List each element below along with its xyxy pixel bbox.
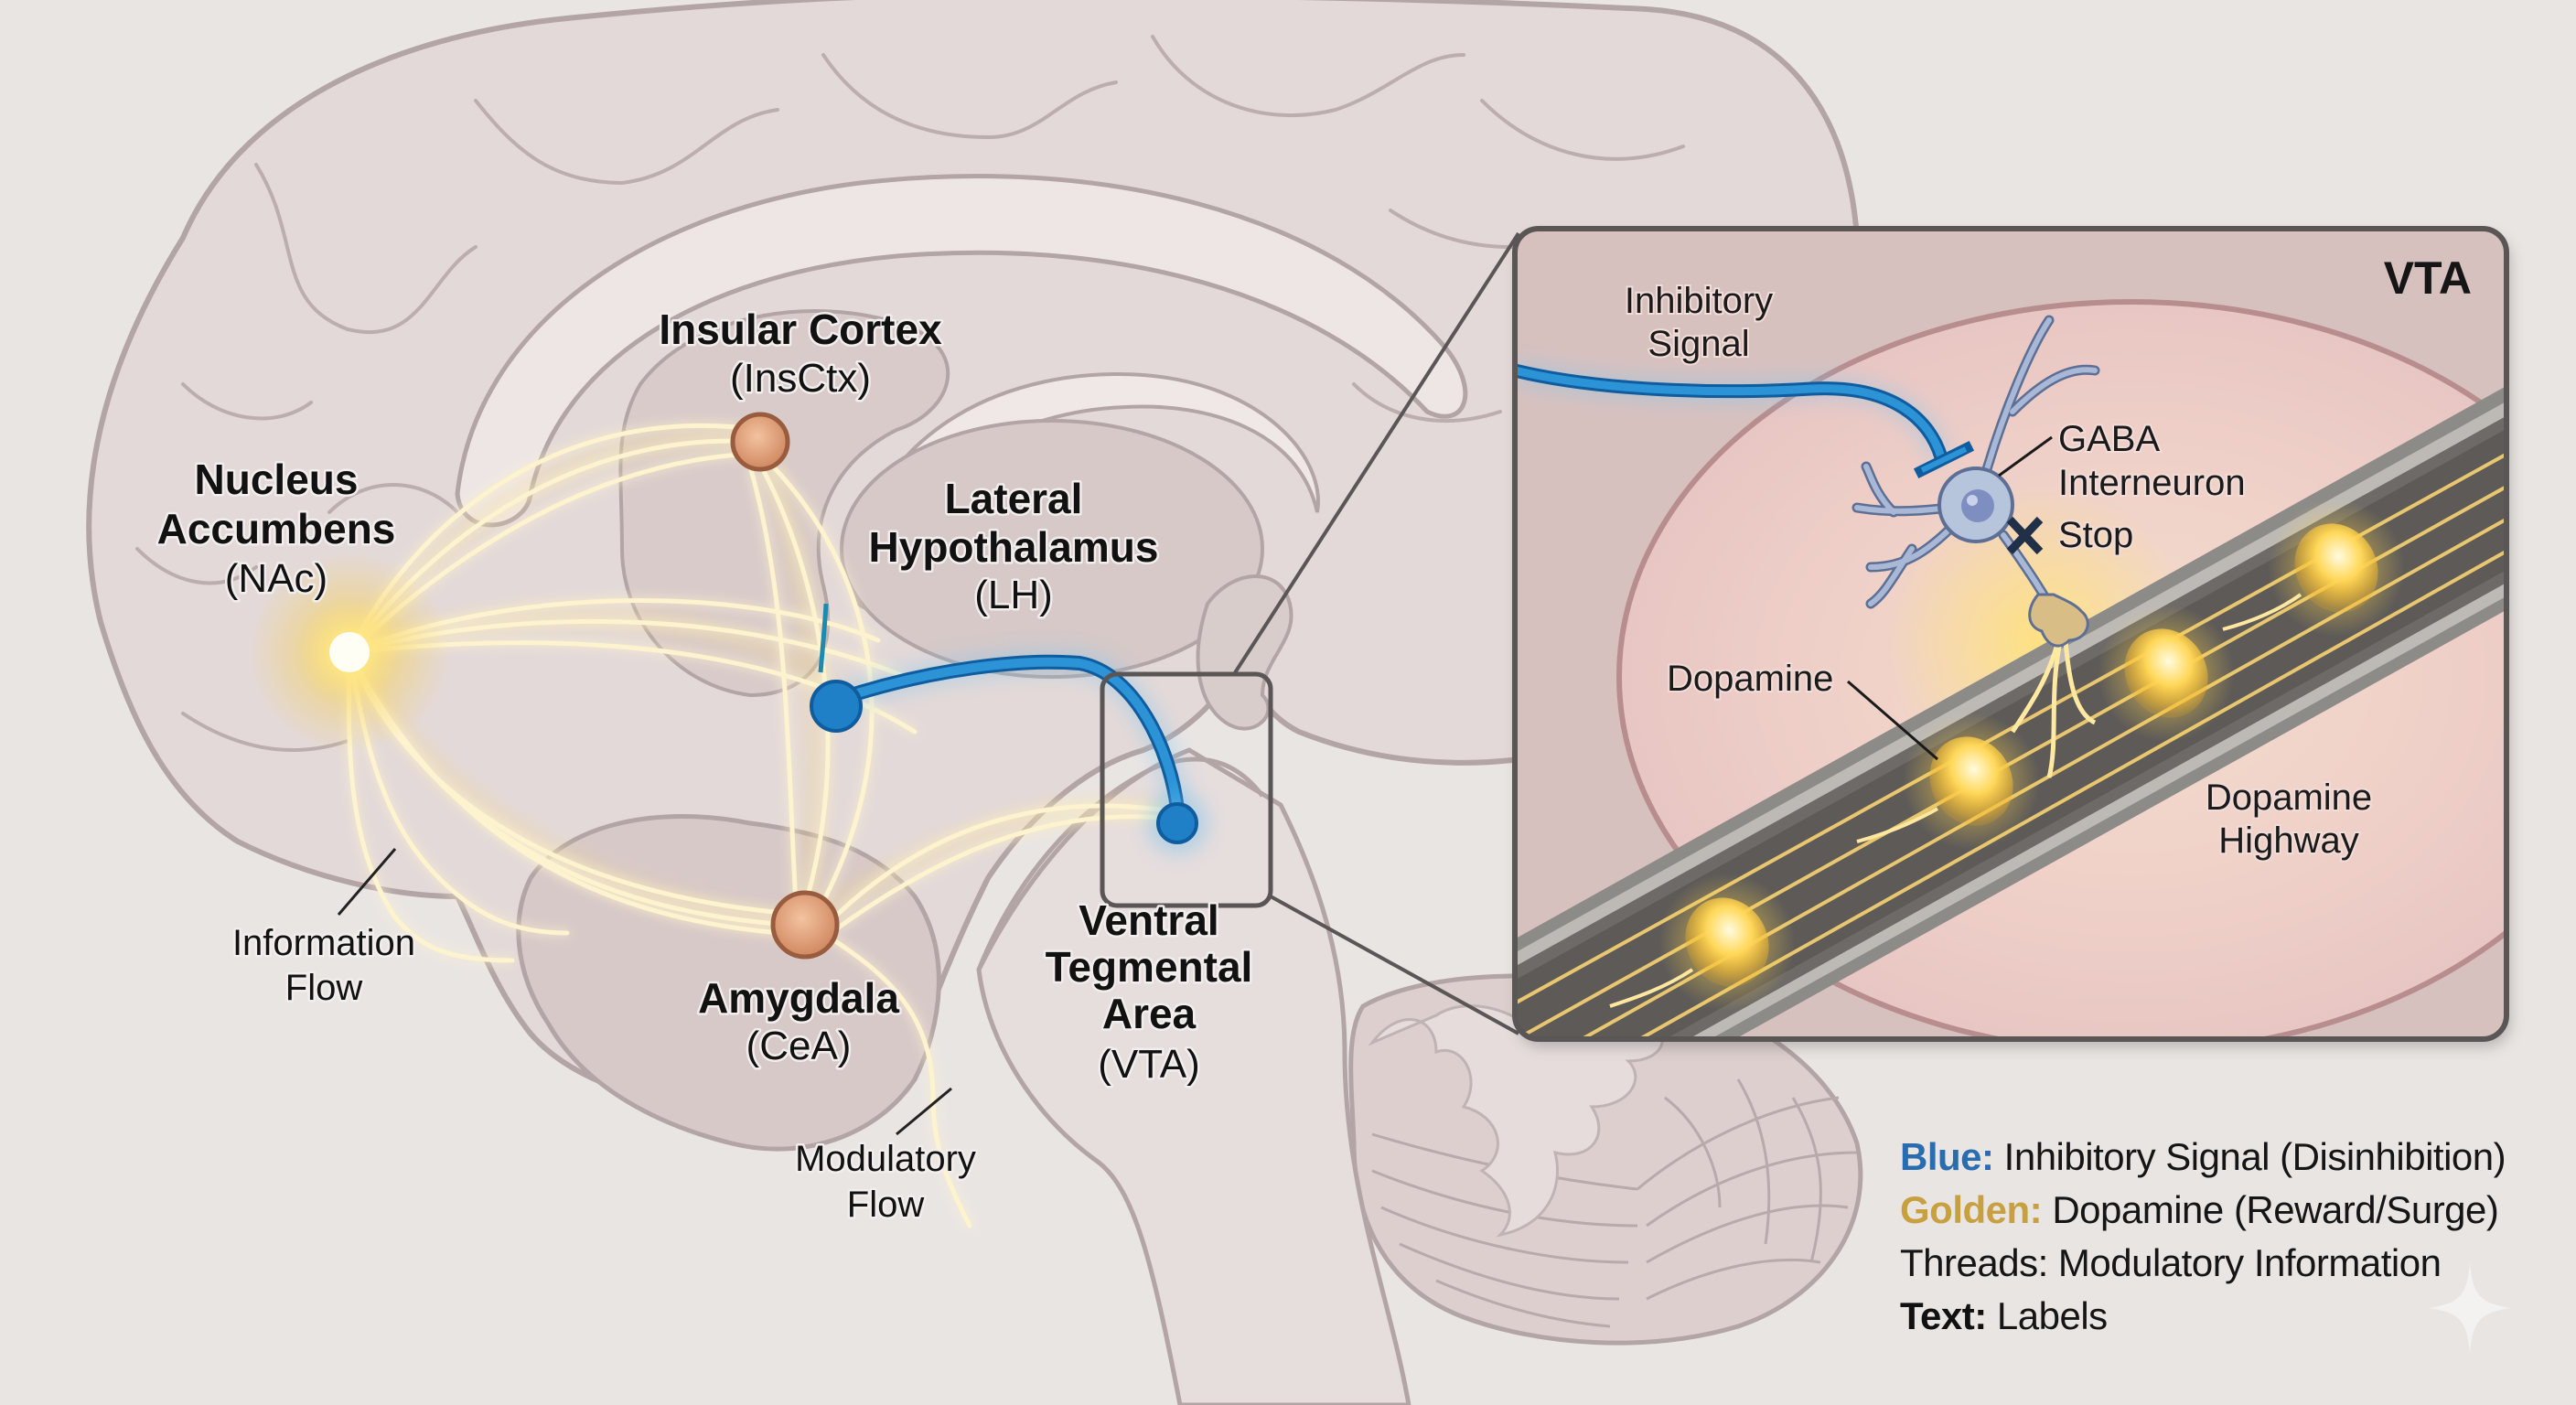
interneuron-nucleus <box>1961 489 1994 522</box>
inset-highway-line1: Dopamine <box>2206 778 2372 818</box>
thread-cea-vta-2 <box>834 814 1174 931</box>
inset-title: VTA <box>2384 252 2472 304</box>
vta-label-line2: Tegmental <box>1046 943 1253 991</box>
inset-dopamine-label: Dopamine <box>1667 659 1833 699</box>
corpus-callosum <box>455 174 1468 528</box>
legend-item-blue: Blue: Inhibitory Signal (Disinhibition) <box>1900 1131 2506 1184</box>
vta-zoom-indicator <box>1100 231 1520 1035</box>
legend-key: Blue: <box>1900 1135 1994 1178</box>
vta-midbrain-outline <box>976 756 1264 971</box>
insctx-node <box>730 412 790 472</box>
sparkle-icon <box>2429 1262 2511 1354</box>
modulatory-flow-line2: Flow <box>847 1185 925 1225</box>
region-labels: Nucleus Accumbens (NAc) Insular Cortex (… <box>155 304 1255 1228</box>
dopamine-pulses <box>1609 499 2405 1011</box>
modulatory-flow-line1: Modulatory <box>795 1139 976 1179</box>
gaba-interneuron <box>1852 315 2100 648</box>
inhibitory-target-dot <box>1156 802 1198 844</box>
legend-key: Golden: <box>1900 1188 2043 1231</box>
axon-terminal <box>2028 593 2089 648</box>
thread-cea-vta-1 <box>834 803 1180 917</box>
inset-leaders <box>1847 435 2053 761</box>
insctx-label: Insular Cortex <box>659 306 942 353</box>
stop-x-icon <box>2006 516 2044 555</box>
lh-abbr: (LH) <box>974 573 1053 617</box>
inset-gaba-line1: GABA <box>2058 419 2160 459</box>
region-nodes <box>249 412 840 960</box>
zoom-line-top <box>1232 231 1520 676</box>
nac-abbr: (NAc) <box>225 556 327 601</box>
legend-key: Text: <box>1900 1294 1987 1337</box>
thread-insctx-cea-3 <box>770 464 875 913</box>
inset-labels: Inhibitory Signal GABA Interneuron Stop … <box>1623 252 2472 863</box>
vta-abbr: (VTA) <box>1098 1042 1200 1087</box>
cea-node <box>770 890 840 960</box>
lh-label-line2: Hypothalamus <box>869 523 1159 571</box>
inset-border <box>1512 226 2509 1042</box>
legend-text: Labels <box>1996 1294 2108 1337</box>
legend-item-text: Text: Labels <box>1900 1290 2506 1343</box>
information-flow-leader <box>337 848 397 916</box>
dopamine-pulse <box>2098 605 2235 742</box>
inset-inhibitory-line2: Signal <box>1648 324 1749 364</box>
midbrain-structure <box>1196 574 1293 731</box>
callout-leaders <box>337 848 952 1136</box>
hypothalamus-region <box>840 419 1264 679</box>
thread-cea-down <box>821 930 972 1228</box>
legend-item-golden: Golden: Dopamine (Reward/Surge) <box>1900 1184 2506 1237</box>
insctx-abbr: (InsCtx) <box>730 356 871 401</box>
cea-label: Amygdala <box>698 974 899 1022</box>
dopamine-pulse <box>1856 713 2040 850</box>
zoom-line-bottom <box>1270 895 1519 1035</box>
cea-abbr: (CeA) <box>746 1024 852 1068</box>
inset-inhibitory-signal <box>1515 359 1975 479</box>
thread-insctx-cea-2 <box>761 468 831 908</box>
inset-gaba-line2: Interneuron <box>2058 463 2246 503</box>
legend-text: Dopamine (Reward/Surge) <box>2052 1188 2499 1231</box>
dopamine-leader <box>1847 680 1938 761</box>
gaba-leader <box>1998 435 2053 477</box>
modulatory-flow-leader <box>896 1087 952 1136</box>
vta-label-line3: Area <box>1102 990 1197 1037</box>
nac-node <box>329 632 370 672</box>
dopamine-release-plume <box>2010 639 2097 778</box>
brain-illustration <box>86 0 1863 1405</box>
inset-stop-label: Stop <box>2058 515 2133 555</box>
nac-label-line1: Nucleus <box>195 456 359 503</box>
legend: Blue: Inhibitory Signal (Disinhibition) … <box>1900 1131 2506 1343</box>
inset-inhibitory-line1: Inhibitory <box>1625 281 1773 321</box>
legend-key: Threads: <box>1900 1241 2048 1284</box>
lh-label-line1: Lateral <box>945 475 1083 522</box>
dopamine-pulse <box>2222 499 2405 637</box>
information-flow-line2: Flow <box>285 968 363 1008</box>
nac-label-line2: Accumbens <box>157 505 396 552</box>
inset-highway-line2: Highway <box>2218 820 2358 861</box>
information-flow-line1: Information <box>232 923 415 963</box>
dopamine-pulse <box>1609 874 1796 1011</box>
thread-insctx-cea-1 <box>747 464 799 908</box>
legend-text: Modulatory Information <box>2057 1241 2442 1284</box>
legend-text: Inhibitory Signal (Disinhibition) <box>2003 1135 2506 1178</box>
vta-inset-content: Inhibitory Signal GABA Interneuron Stop … <box>1515 229 2506 1039</box>
cerebellum-folia <box>1371 1078 1858 1328</box>
vta-focus-box <box>1100 671 1273 908</box>
inhibitory-source-dot <box>810 680 863 733</box>
inhibitory-signal-path <box>810 603 1208 854</box>
vta-label-line1: Ventral <box>1079 896 1218 944</box>
legend-item-threads: Threads: Modulatory Information <box>1900 1237 2506 1290</box>
